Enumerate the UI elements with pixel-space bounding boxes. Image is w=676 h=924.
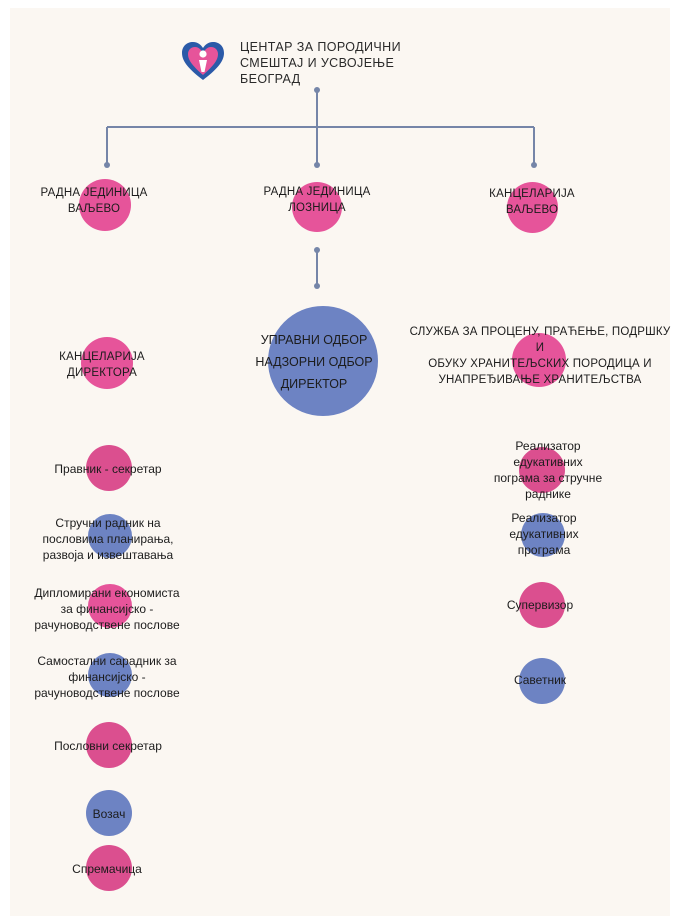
role-lawyer-label: Правник - секретар <box>54 462 162 476</box>
role-economist-label: Дипломирани економиста за финансијско - … <box>34 586 180 632</box>
role-educator-staff-label: Реализатор едукативних пограма за стручн… <box>493 439 603 501</box>
role-lawyer-circle <box>86 445 132 491</box>
unit-valjevo-circle <box>79 179 131 231</box>
office-valjevo-circle <box>507 182 558 233</box>
connector-dot <box>314 283 320 289</box>
governance-label: УПРАВНИ ОДБОР НАДЗОРНИ ОДБОР ДИРЕКТОР <box>255 333 373 391</box>
role-accounting-associate-circle <box>88 653 132 697</box>
director-office-circle <box>81 337 133 389</box>
office-valjevo-label: КАНЦЕЛАРИЈА ВАЉЕВО <box>489 188 575 216</box>
role-driver-label: Возач <box>92 807 126 821</box>
connector-dot <box>314 247 320 253</box>
header-title: ЦЕНТАР ЗА ПОРОДИЧНИ СМЕШТАЈ И УСВОЈЕЊЕ Б… <box>240 40 401 86</box>
foster-service-circle <box>512 333 566 387</box>
role-planning-circle <box>88 514 132 558</box>
foster-service-label: СЛУЖБА ЗА ПРОЦЕНУ, ПРАЋЕЊЕ, ПОДРШКУ И ОБ… <box>409 326 671 386</box>
connector-lines <box>104 87 537 289</box>
role-planning-label: Стручни радник на пословима планирања, р… <box>42 516 174 562</box>
connector-dot <box>104 162 110 168</box>
role-cleaner-label: Спремачица <box>72 862 142 876</box>
role-business-secretary-label: Пословни секретар <box>54 739 162 753</box>
role-driver-circle <box>86 790 132 836</box>
role-advisor-circle <box>519 658 565 704</box>
role-economist-circle <box>88 584 132 628</box>
unit-valjevo-label: РАДНА ЈЕДИНИЦА ВАЉЕВО <box>40 187 148 215</box>
connector-dot <box>314 162 320 168</box>
role-supervisor-label: Супервизор <box>506 598 574 612</box>
role-supervisor-circle <box>519 582 565 628</box>
role-business-secretary-circle <box>86 722 132 768</box>
heart-figure-logo-icon <box>182 42 224 80</box>
connector-dot <box>531 162 537 168</box>
role-educator-staff-circle <box>519 447 565 493</box>
role-accounting-associate-label: Самостални сарадник за финансијско - рач… <box>34 654 180 700</box>
unit-loznica-circle <box>292 182 342 232</box>
governance-circle <box>268 306 378 416</box>
director-office-label: КАНЦЕЛАРИЈА ДИРЕКТОРА <box>59 351 145 379</box>
role-cleaner-circle <box>86 845 132 891</box>
connector-dot <box>314 87 320 93</box>
unit-loznica-label: РАДНА ЈЕДИНИЦА ЛОЗНИЦА <box>263 186 371 214</box>
org-chart-canvas: ЦЕНТАР ЗА ПОРОДИЧНИ СМЕШТАЈ И УСВОЈЕЊЕ Б… <box>10 8 670 916</box>
role-advisor-label: Саветник <box>513 673 567 687</box>
role-educator-label: Реализатор едукативних програма <box>509 511 579 557</box>
role-educator-circle <box>521 513 565 557</box>
